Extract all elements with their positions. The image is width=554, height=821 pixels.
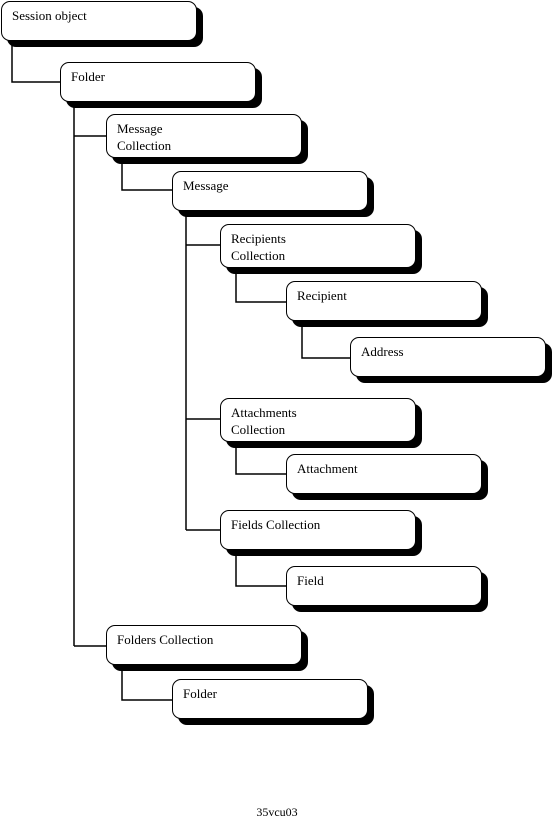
node-label: Fields Collection bbox=[231, 517, 321, 532]
node-label: Folder bbox=[183, 686, 217, 701]
node-label: Message bbox=[117, 121, 163, 136]
connector-folders-folder bbox=[121, 668, 172, 701]
connector-attachments-attachment bbox=[235, 442, 286, 475]
node-label: Folder bbox=[71, 69, 105, 84]
connector-session-folder bbox=[11, 42, 60, 83]
node-folder: Folder bbox=[60, 62, 256, 102]
node-label: Field bbox=[297, 573, 324, 588]
node-attachment: Attachment bbox=[286, 454, 482, 494]
connector-recipients-recipient bbox=[235, 268, 286, 303]
node-label: Recipient bbox=[297, 288, 347, 303]
node-attachments-collection: Attachments Collection bbox=[220, 398, 416, 442]
node-label: Recipients bbox=[231, 231, 286, 246]
node-session-object: Session object bbox=[1, 1, 197, 41]
connector-fields-field bbox=[235, 550, 286, 587]
node-label: Attachments bbox=[231, 405, 297, 420]
node-message-collection: Message Collection bbox=[106, 114, 302, 158]
node-field: Field bbox=[286, 566, 482, 606]
figure-caption: 35vcu03 bbox=[256, 805, 298, 819]
node-label: Message bbox=[183, 178, 229, 193]
node-label: Collection bbox=[117, 138, 172, 153]
node-label: Collection bbox=[231, 248, 286, 263]
node-label: Session object bbox=[12, 8, 87, 23]
node-fields-collection: Fields Collection bbox=[220, 510, 416, 550]
node-sub-folder: Folder bbox=[172, 679, 368, 719]
node-label: Folders Collection bbox=[117, 632, 214, 647]
connector-recipient-address bbox=[301, 324, 350, 359]
node-address: Address bbox=[350, 337, 546, 377]
connector-message-collection-message bbox=[121, 162, 172, 191]
node-folders-collection: Folders Collection bbox=[106, 625, 302, 665]
node-message: Message bbox=[172, 171, 368, 211]
node-recipient: Recipient bbox=[286, 281, 482, 321]
node-recipients-collection: Recipients Collection bbox=[220, 224, 416, 268]
node-label: Address bbox=[361, 344, 404, 359]
node-label: Collection bbox=[231, 422, 286, 437]
node-label: Attachment bbox=[297, 461, 358, 476]
